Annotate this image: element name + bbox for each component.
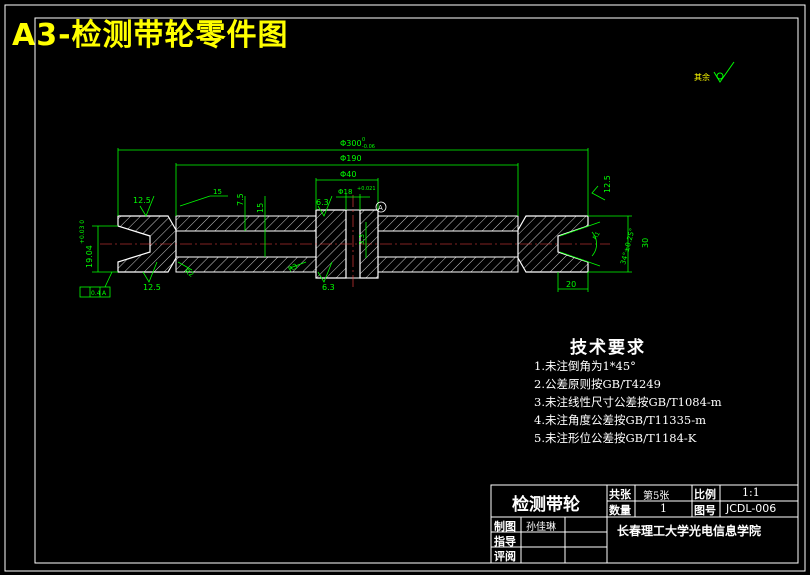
dimension-lines xyxy=(79,148,632,298)
dim-d18: Φ18 xyxy=(338,188,352,196)
datum-a-label: A xyxy=(378,204,383,212)
dim-7-5: 7.5 xyxy=(236,193,245,206)
guide-label: 指导 xyxy=(494,535,516,548)
qty-value: 1 xyxy=(660,502,667,515)
dim-d40: Φ40 xyxy=(340,170,356,179)
dim-groove-depth: 19.04 xyxy=(85,245,94,268)
dim-d300-tol-upper: 0 xyxy=(362,137,365,143)
sheet-value: 第5张 xyxy=(643,491,670,502)
datum-a-icon xyxy=(375,201,387,213)
rough-12-5-right: 12.5 xyxy=(603,175,612,193)
rough-12-5-bottom: 12.5 xyxy=(143,283,161,292)
dim-chamfer15: 15 xyxy=(213,188,222,196)
dim-15: 15 xyxy=(256,203,265,213)
surface-roughness-note: 其余 xyxy=(694,61,735,83)
scale-value: 1:1 xyxy=(742,486,760,499)
dim-r2: R2 xyxy=(183,267,195,279)
roughness-symbol-icon xyxy=(713,61,735,83)
drawing-title: A3-检测带轮零件图 xyxy=(12,18,289,53)
school-name: 长春理工大学光电信息学院 xyxy=(617,524,762,538)
dim-r3: R3 xyxy=(287,262,299,274)
review-label: 评阅 xyxy=(494,550,516,563)
dim-groove-tol: +0.03 0 xyxy=(79,220,86,244)
dim-3-3: 3.3 xyxy=(358,234,366,245)
part-name: 检测带轮 xyxy=(512,495,580,515)
pulley-section xyxy=(117,209,589,279)
dim-angle: 34°±0.25° xyxy=(619,227,636,265)
scale-label: 比例 xyxy=(694,488,716,501)
requirements-heading: 技术要求 xyxy=(570,338,646,358)
made-label: 制图 xyxy=(494,520,516,533)
inner-border xyxy=(34,17,799,564)
flat-tolerance: 0.4 xyxy=(91,290,101,297)
rough-6-3-top: 6.3 xyxy=(316,198,329,207)
made-by: 孙佳琳 xyxy=(526,522,556,533)
dim-r1: R1 xyxy=(592,230,602,241)
requirement-item-3: 3.未注线性尺寸公差按GB/T1084-m xyxy=(534,395,722,409)
dim-30: 30 xyxy=(641,238,650,248)
dim-d190: Φ190 xyxy=(340,154,362,163)
drawing-no-value: JCDL-006 xyxy=(726,502,777,515)
groove-angle xyxy=(559,221,601,267)
dim-20: 20 xyxy=(566,280,576,289)
requirement-item-4: 4.未注角度公差按GB/T11335-m xyxy=(534,413,707,427)
dim-d300-tol-lower: -0.06 xyxy=(362,144,375,150)
requirement-item-2: 2.公差原则按GB/T4249 xyxy=(534,377,661,391)
dim-d300: Φ300 xyxy=(340,139,362,148)
qty-label: 数量 xyxy=(609,504,631,517)
title-block-grid xyxy=(490,484,799,564)
drawing-no-label: 图号 xyxy=(694,504,716,517)
dim-d18-tol: +0.021 xyxy=(357,186,376,192)
flat-datum: A xyxy=(102,290,107,297)
rough-12-5-left: 12.5 xyxy=(133,196,151,205)
rough-6-3-bottom: 6.3 xyxy=(322,283,335,292)
requirement-item-5: 5.未注形位公差按GB/T1184-K xyxy=(534,431,697,445)
outer-border xyxy=(4,4,806,572)
sheet-label: 共张 xyxy=(609,488,631,501)
roughness-symbols xyxy=(139,185,606,283)
requirement-item-1: 1.未注倒角为1*45° xyxy=(534,359,636,373)
surface-note-text: 其余 xyxy=(694,72,710,82)
